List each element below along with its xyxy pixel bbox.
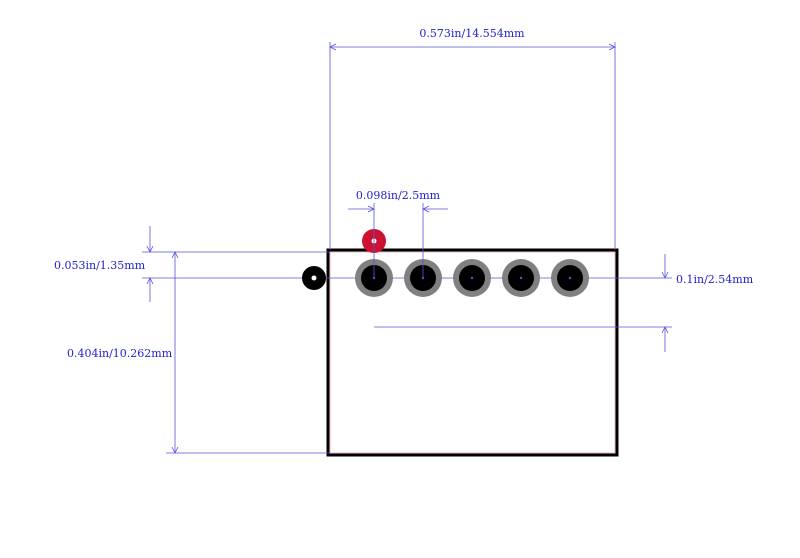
overall-width-label: 0.573in/14.554mm bbox=[419, 27, 525, 40]
overall-height-label: 0.404in/10.262mm bbox=[67, 347, 173, 360]
pad-vertical-offset-dimension: 0.053in/1.35mm bbox=[54, 226, 330, 302]
pad-offset-label: 0.098in/2.5mm bbox=[356, 189, 441, 202]
component-inner-outline bbox=[329, 251, 616, 454]
component-outline bbox=[326, 248, 619, 457]
pad-vertical-offset-label: 0.053in/1.35mm bbox=[54, 259, 146, 272]
pad-4 bbox=[502, 259, 540, 297]
pad-3 bbox=[453, 259, 491, 297]
overall-height-dimension: 0.404in/10.262mm bbox=[67, 251, 330, 454]
pad-5 bbox=[551, 259, 589, 297]
pad-offset-dimension: 0.098in/2.5mm bbox=[348, 189, 448, 278]
overall-width-dimension: 0.573in/14.554mm bbox=[329, 27, 616, 250]
origin-marker bbox=[302, 266, 326, 290]
pitch-label: 0.1in/2.54mm bbox=[676, 273, 754, 286]
pitch-dimension: 0.1in/2.54mm bbox=[661, 254, 754, 352]
